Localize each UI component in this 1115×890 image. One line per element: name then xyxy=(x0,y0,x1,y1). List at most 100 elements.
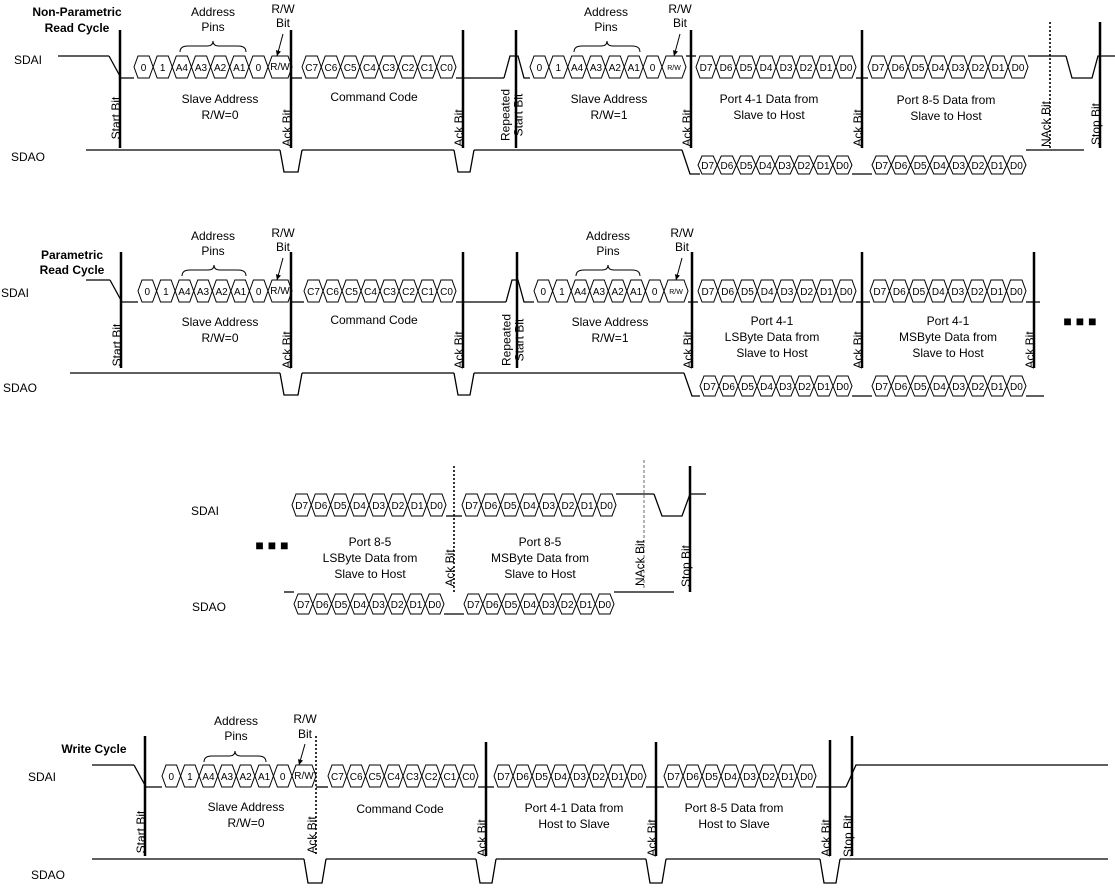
rw-arrow-head xyxy=(297,759,303,765)
sdao-port41-label: D5 xyxy=(740,161,753,172)
sdao-port41-msb-label: D2 xyxy=(971,382,984,393)
slave-address-2-label: A2 xyxy=(609,63,622,74)
sdai-label: SDAI xyxy=(1,286,29,300)
slave-address-label: R/W=0 xyxy=(201,331,238,345)
slave-address-label: R/W=1 xyxy=(590,108,627,122)
ack-bit-label: Ack Bit xyxy=(452,331,466,369)
stop xyxy=(845,764,1108,788)
slave-address-label: Slave Address xyxy=(572,315,649,329)
port85-write-label: Host to Slave xyxy=(698,817,770,831)
port85-msb-cell xyxy=(596,493,617,517)
ack-pulse xyxy=(279,149,303,173)
rw-bit-label: Bit xyxy=(673,16,688,30)
repeated-start-label: Start Bit xyxy=(513,318,527,361)
ack-pulse xyxy=(303,858,327,884)
port85-write-label: D7 xyxy=(667,772,680,783)
port41-msb-label: D3 xyxy=(951,287,964,298)
slave-address-label: 1 xyxy=(163,287,169,298)
address-pins-label: Address xyxy=(191,5,235,19)
port85-data-label: D2 xyxy=(972,63,985,74)
port41-write-cell xyxy=(626,764,647,788)
address-pins-label: Pins xyxy=(201,20,224,34)
port41-lsb-label: D5 xyxy=(741,287,754,298)
sdao-port85-label: D5 xyxy=(914,161,927,172)
start-bit-label: Start Bit xyxy=(109,96,123,139)
rw-2-label: R/W xyxy=(667,65,681,72)
sdai-label: SDAI xyxy=(28,770,56,784)
port41-data-label: D0 xyxy=(840,63,853,74)
address-pins-label: Pins xyxy=(596,244,619,258)
slave-address-label: R/W=1 xyxy=(591,331,628,345)
rw-arrow-head xyxy=(275,274,281,280)
port85-lsb-label: D5 xyxy=(334,501,347,512)
command-code-label: C4 xyxy=(363,63,376,74)
port85-msb-label: D5 xyxy=(504,501,517,512)
port41-label: Slave to Host xyxy=(733,108,805,122)
sdao-port85-cell xyxy=(1006,155,1027,175)
slave-address-label: 1 xyxy=(160,63,166,74)
command-code-label: C2 xyxy=(402,287,415,298)
command-code-label: C5 xyxy=(345,287,358,298)
address-pins-brace xyxy=(573,40,641,53)
port85-data-label: D5 xyxy=(912,63,925,74)
port85-write-cell xyxy=(796,764,817,788)
slave-address-label: 0 xyxy=(256,63,262,74)
sdai-label: SDAI xyxy=(191,504,219,518)
address-pins-label: Pins xyxy=(594,20,617,34)
address-pins-label: Pins xyxy=(224,729,247,743)
sdao-port41-label: D1 xyxy=(817,161,830,172)
ack-bit-label: Ack Bit xyxy=(680,109,694,147)
port41-write-label: D5 xyxy=(535,772,548,783)
sdao-port41-lsb-cell xyxy=(832,375,853,397)
port41-msb-label: D6 xyxy=(893,287,906,298)
ack-bit-label: Ack Bit xyxy=(851,331,865,369)
sdao-port85-label: D6 xyxy=(894,161,907,172)
slave-address-label: Slave Address xyxy=(208,800,285,814)
ack-bit-label: Ack Bit xyxy=(819,819,833,857)
sdao-fall xyxy=(683,372,700,397)
ack-bit-label: Ack Bit xyxy=(645,819,659,857)
address-pins-brace xyxy=(181,264,247,277)
slave-address-label: A4 xyxy=(178,287,191,298)
port85-data-label: D0 xyxy=(1012,63,1025,74)
port85-msb-label: D6 xyxy=(484,501,497,512)
port41-msb-label: D4 xyxy=(932,287,945,298)
slave-address-label: A4 xyxy=(202,772,215,783)
command-code-label: C7 xyxy=(305,63,318,74)
command-code-label: Command Code xyxy=(330,90,418,104)
port41-write-label: Host to Slave xyxy=(538,817,610,831)
start-bit-label: Start Bit xyxy=(134,810,148,853)
port41-msb-label: D7 xyxy=(873,287,886,298)
port41-lsb-label: D0 xyxy=(840,287,853,298)
port41-lsb-label: D3 xyxy=(780,287,793,298)
rw-bit-label: R/W xyxy=(271,226,295,240)
sdai-label: SDAI xyxy=(14,53,42,67)
sdao-port85-msb-label: D1 xyxy=(579,600,592,611)
port85-lsb-label: LSByte Data from xyxy=(323,551,418,565)
slave-address-2-label: A3 xyxy=(593,287,606,298)
port41-lsb-label: D1 xyxy=(820,287,833,298)
slave-address-2-label: A2 xyxy=(611,287,624,298)
command-code-label: C2 xyxy=(425,772,438,783)
command-code-label: C5 xyxy=(344,63,357,74)
port41-msb-label: MSByte Data from xyxy=(899,330,997,344)
port41-write-label: D2 xyxy=(592,772,605,783)
sdao-label: SDAO xyxy=(3,381,37,395)
command-code-label: C3 xyxy=(406,772,419,783)
port85-msb-label: D1 xyxy=(581,501,594,512)
rw-arrow-head xyxy=(674,274,680,280)
slave-address-2-label: 0 xyxy=(541,287,547,298)
rw-bit-label: Bit xyxy=(276,16,291,30)
sdao-port85-msb-label: D6 xyxy=(486,600,499,611)
sdao-fall xyxy=(681,149,700,175)
ack-bit-label: Ack Bit xyxy=(452,109,466,147)
port41-data-label: D3 xyxy=(780,63,793,74)
port41-lsb-label: D2 xyxy=(800,287,813,298)
sdao-port41-lsb-label: D3 xyxy=(779,382,792,393)
sdao-port85-label: D1 xyxy=(991,161,1004,172)
port85-data-label: D6 xyxy=(892,63,905,74)
port85-msb-label: Slave to Host xyxy=(504,567,576,581)
